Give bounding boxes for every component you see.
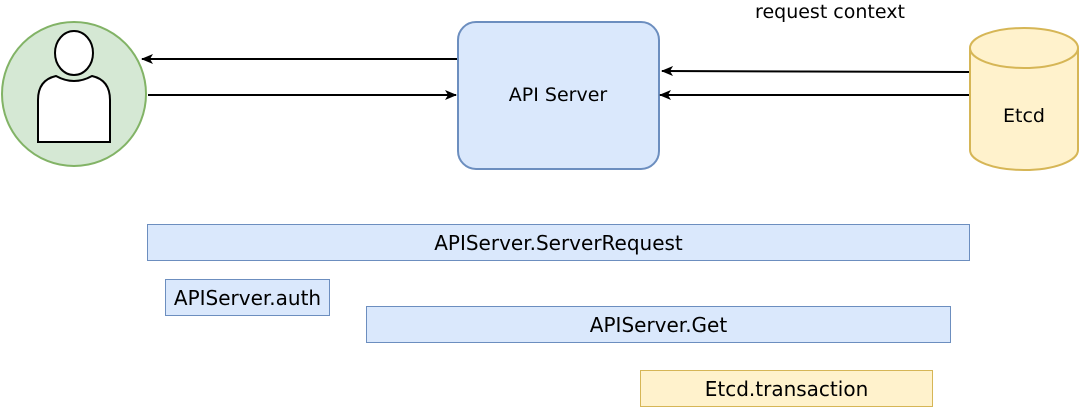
etcd-label: Etcd bbox=[1003, 105, 1045, 127]
span-get: APIServer.Get bbox=[366, 306, 951, 343]
api-server-node: API Server bbox=[457, 21, 660, 170]
span-etcd-transaction-label: Etcd.transaction bbox=[704, 376, 869, 401]
etcd-response-arrow-top bbox=[661, 66, 970, 77]
database-icon bbox=[969, 27, 1079, 171]
span-etcd-transaction: Etcd.transaction bbox=[640, 370, 933, 407]
span-server-request: APIServer.ServerRequest bbox=[147, 224, 970, 261]
user-node bbox=[1, 21, 147, 167]
span-auth: APIServer.auth bbox=[165, 279, 330, 316]
user-icon bbox=[37, 30, 111, 143]
api-server-label: API Server bbox=[509, 84, 608, 106]
span-auth-label: APIServer.auth bbox=[173, 285, 322, 310]
request-context-label: request context bbox=[755, 1, 905, 23]
span-server-request-label: APIServer.ServerRequest bbox=[434, 230, 683, 255]
span-get-label: APIServer.Get bbox=[589, 312, 728, 337]
etcd-node: Etcd bbox=[969, 27, 1079, 171]
